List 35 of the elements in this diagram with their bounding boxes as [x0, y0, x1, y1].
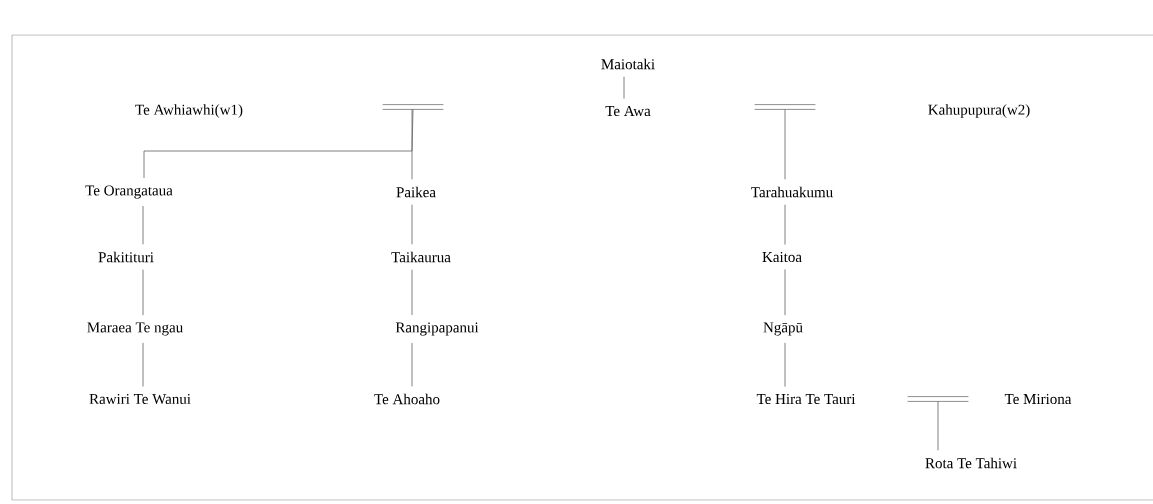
person-name: Maiotaki	[601, 58, 655, 70]
marriage-sign	[382, 104, 444, 110]
marriage-sign	[754, 104, 816, 110]
person-name: Te Orangataua	[85, 185, 173, 199]
person-name: Te Ahoaho	[374, 393, 440, 405]
descent-line	[411, 204, 413, 245]
descent-line	[142, 205, 144, 245]
descent-line	[143, 109, 414, 179]
person-name: Te Awhiawhi(w1)	[135, 104, 243, 118]
person-name: Taikaurua	[391, 251, 451, 263]
descent-line	[411, 342, 413, 387]
descent-line	[784, 269, 786, 316]
person-name: Te Miriona	[1004, 393, 1072, 405]
person-name: Tarahuakumu	[751, 186, 833, 198]
person-name: Rangipapanui	[395, 322, 479, 336]
person-name: Pakitituri	[98, 251, 154, 263]
descent-line	[142, 342, 144, 387]
descent-line	[784, 109, 786, 180]
person-name: Kaitoa	[762, 251, 802, 263]
person-name: Te Hira Te Tauri	[756, 393, 856, 405]
descent-line	[937, 401, 939, 451]
descent-line	[411, 269, 413, 316]
descent-line	[623, 76, 625, 99]
descent-line	[784, 342, 786, 387]
descent-line	[142, 269, 144, 316]
descent-line	[411, 109, 413, 180]
person-name: Te Awa	[605, 106, 651, 116]
descent-line	[784, 204, 786, 245]
person-name: Maraea Te ngau	[87, 322, 183, 336]
marriage-sign	[907, 396, 969, 402]
person-name: Ngāpū	[763, 322, 803, 336]
person-name: Kahupupura(w2)	[928, 104, 1030, 118]
person-name: Rota Te Tahiwi	[925, 457, 1017, 469]
person-name: Paikea	[396, 186, 436, 198]
person-name: Rawiri Te Wanui	[89, 393, 191, 405]
